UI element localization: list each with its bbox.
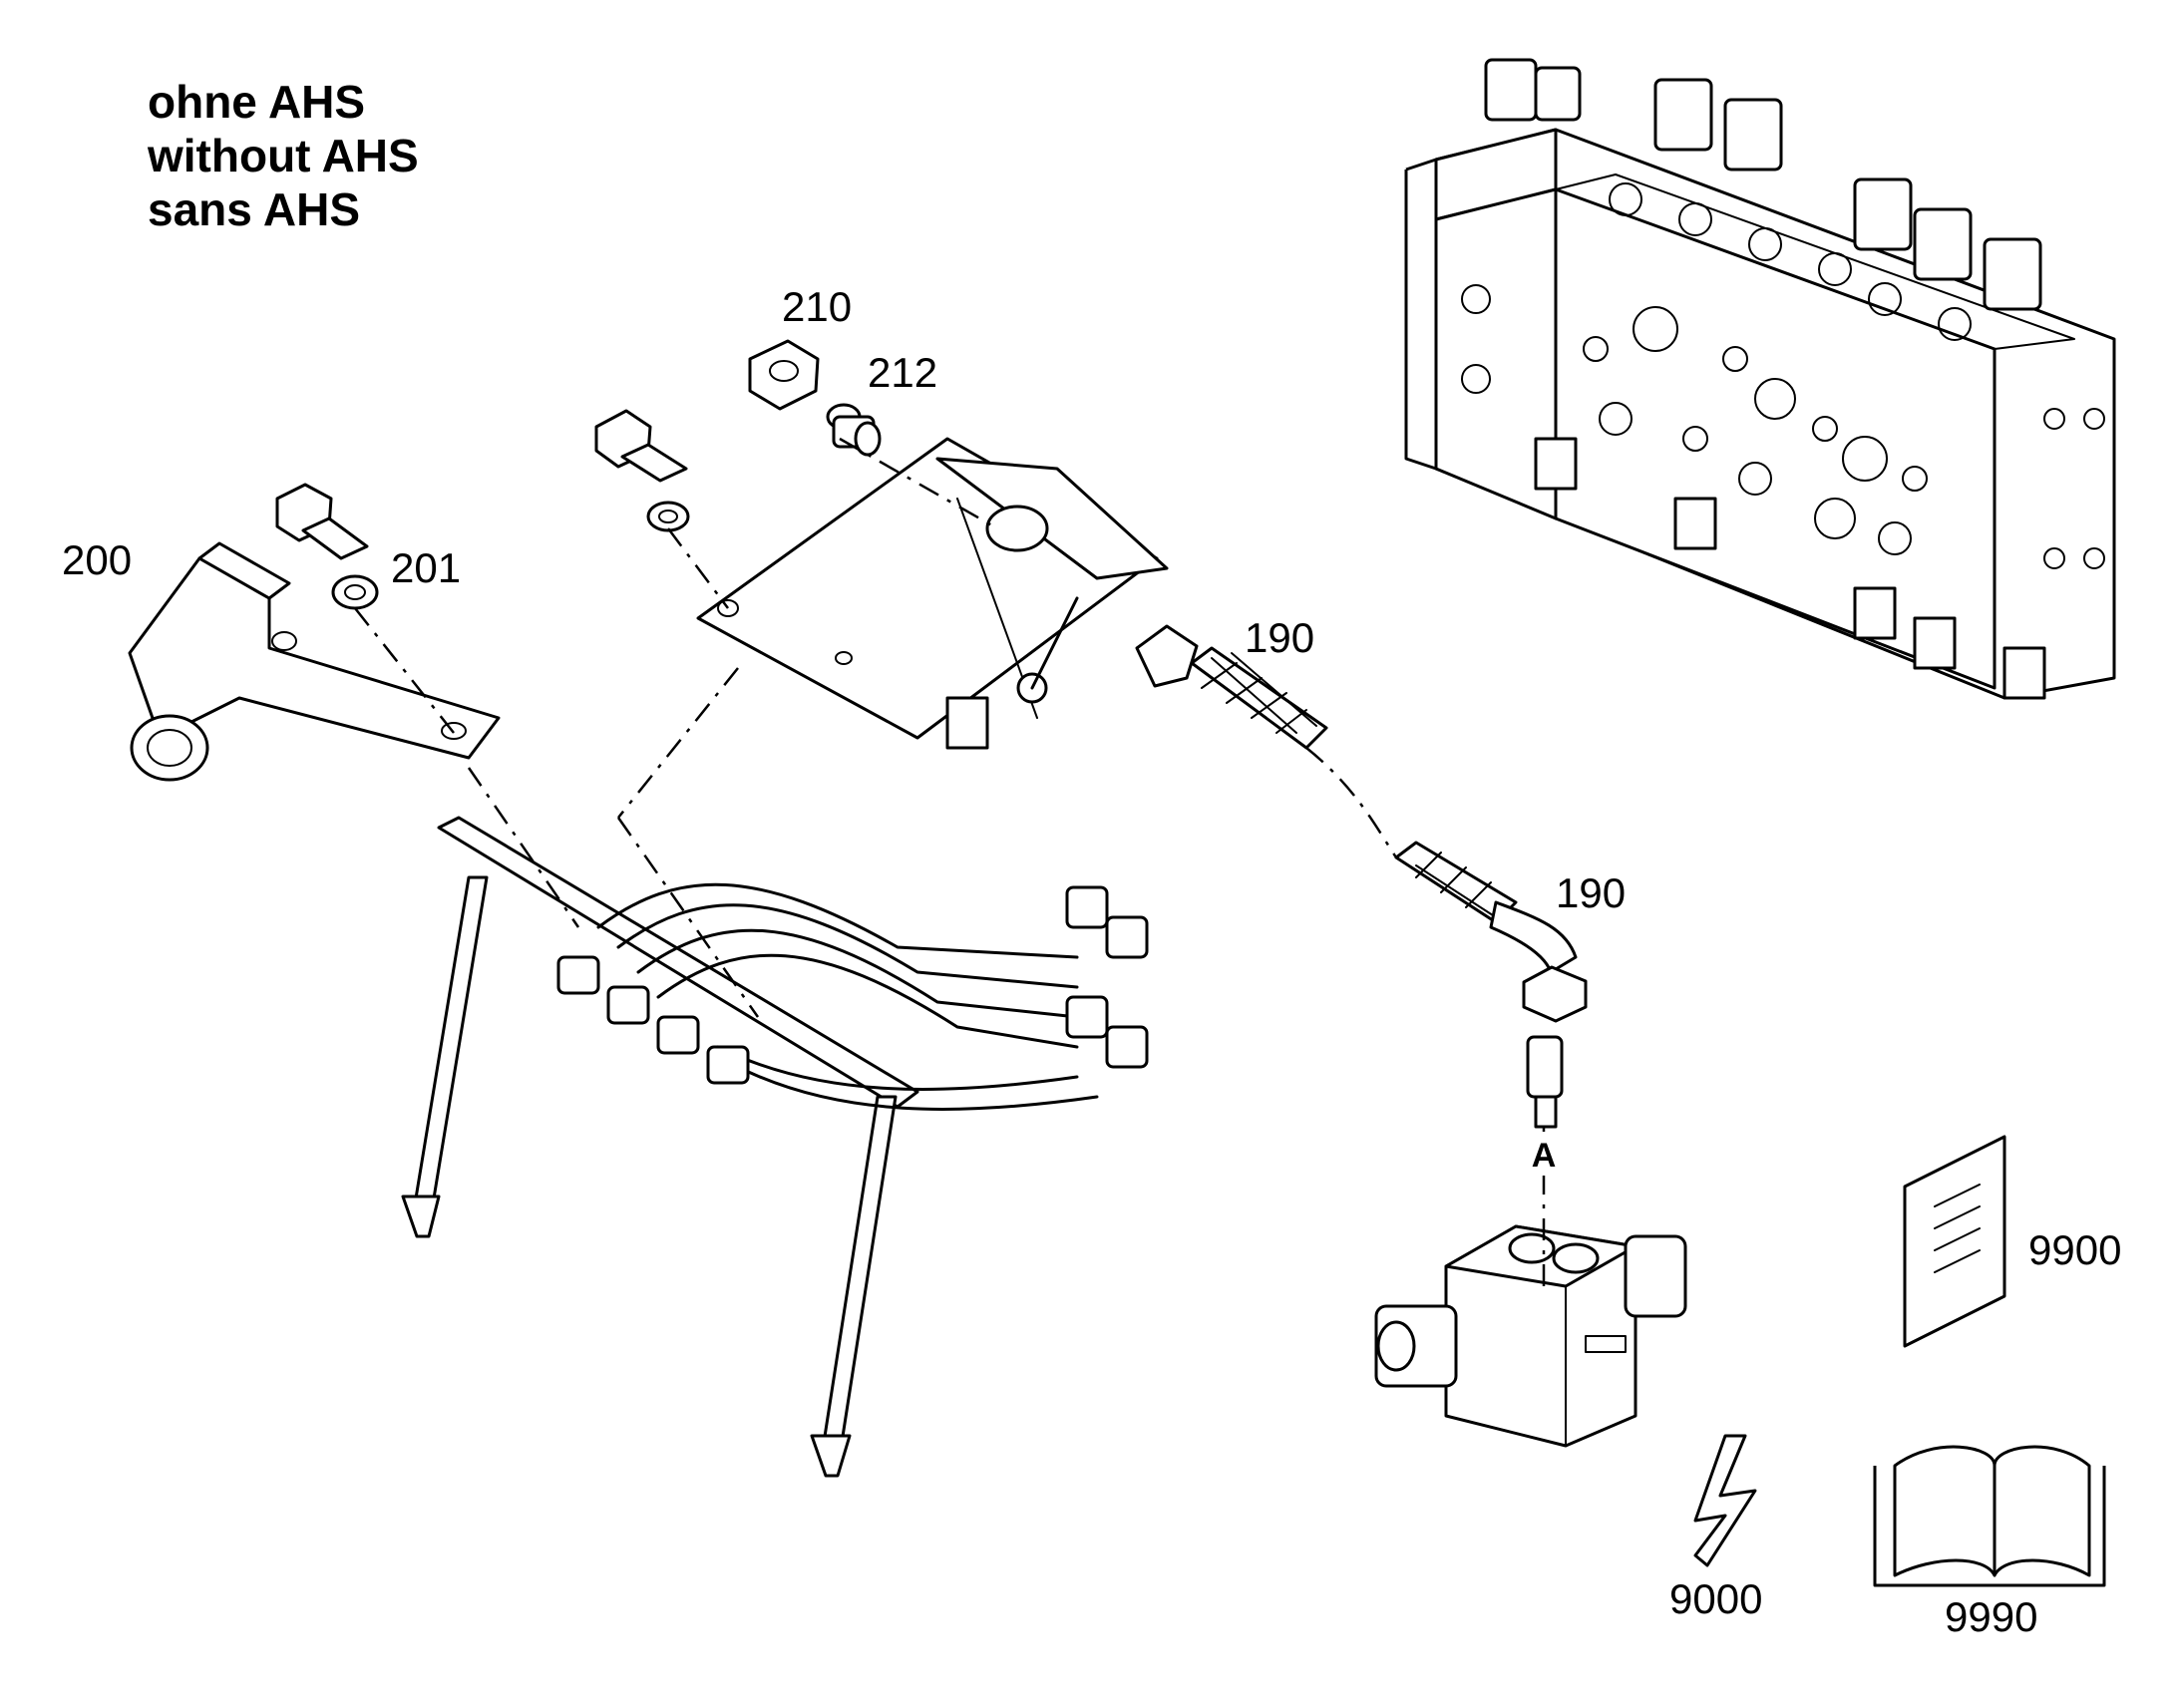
callout-190-lower: 190 — [1556, 869, 1626, 916]
title-block: ohne AHS without AHS sans AHS — [147, 76, 419, 235]
callouts: 210 212 200 201 190 190 9900 9000 9990 — [62, 283, 2121, 1640]
callout-9000: 9000 — [1669, 1575, 1762, 1622]
detail-label-bg — [1524, 1132, 1564, 1176]
title-line-en: without AHS — [147, 130, 419, 181]
callout-9900: 9900 — [2028, 1226, 2121, 1273]
pipe-fittings-left — [556, 955, 750, 1085]
manual-book-icon — [1873, 1445, 2106, 1587]
part-201-bolt-washer — [275, 483, 379, 610]
callout-201: 201 — [391, 544, 461, 591]
control-valve-block — [1404, 58, 2116, 700]
title-line-fr: sans AHS — [148, 183, 360, 235]
pipe-frame-assembly — [401, 816, 1149, 1478]
part-190-hose-upper — [1135, 624, 1328, 750]
mounting-bracket-plate — [696, 437, 1169, 750]
callout-212: 212 — [868, 349, 937, 396]
part-190-hose-lower — [1394, 841, 1588, 1023]
leader-lines — [354, 437, 1546, 1296]
document-icon — [1903, 1135, 2006, 1348]
pipe-fittings-right — [1065, 885, 1149, 1069]
callout-210: 210 — [782, 283, 852, 330]
detail-label-a: A — [1532, 1137, 1557, 1175]
part-200-bracket — [128, 541, 501, 782]
part-212-fitting — [826, 403, 882, 457]
part-210-nut — [748, 339, 820, 411]
solenoid-valve — [1374, 1224, 1687, 1448]
callout-190-upper: 190 — [1245, 614, 1314, 661]
title-line-de: ohne AHS — [148, 76, 365, 128]
bolt-washer-center — [594, 409, 690, 532]
callout-9990: 9990 — [1945, 1593, 2037, 1640]
lightning-icon — [1693, 1434, 1757, 1567]
callout-200: 200 — [62, 536, 132, 583]
adapter-fitting — [1526, 1035, 1564, 1129]
